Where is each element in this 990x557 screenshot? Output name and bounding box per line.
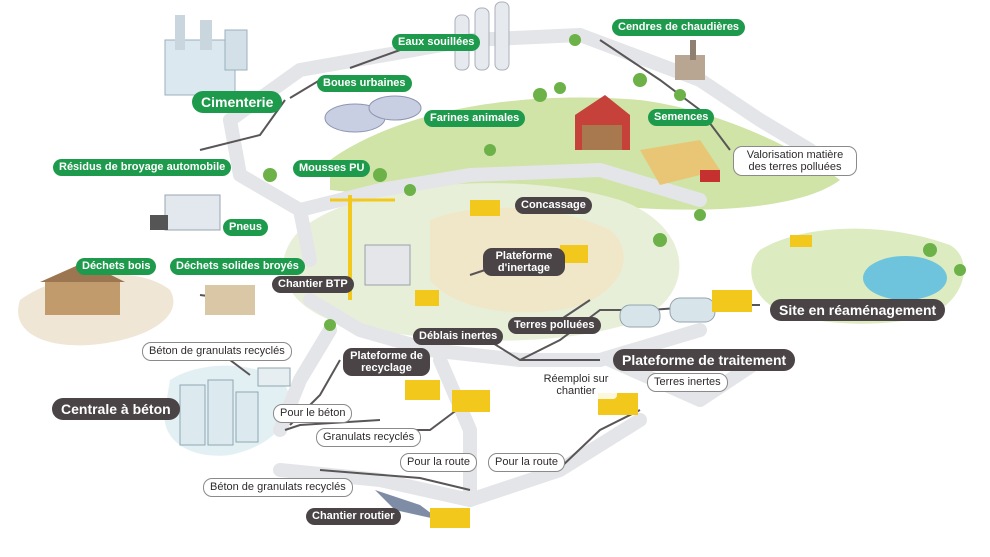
label-deblais-inertes: Déblais inertes [413, 328, 504, 345]
label-terres-inertes: Terres inertes [647, 373, 728, 392]
label-plateforme-inertage: Plateforme d'inertage [483, 248, 565, 276]
crushed-waste-heap [205, 285, 255, 315]
label-cimenterie: Cimenterie [192, 91, 283, 113]
label-pour-le-beton: Pour le béton [273, 404, 353, 423]
trees [263, 34, 966, 331]
label-eaux-souillees: Eaux souillées [392, 34, 481, 51]
label-concassage: Concassage [515, 197, 592, 214]
water-silos [454, 1, 510, 71]
label-reemploi-chantier: Réemploi sur chantier [535, 371, 617, 399]
quarry-machines [415, 200, 588, 306]
recycling-machines [405, 380, 490, 412]
wood-shed [40, 262, 125, 315]
label-valorisation-terres: Valorisation matière des terres polluées [733, 146, 857, 176]
sludge-tanks [324, 95, 422, 133]
label-plateforme-traitement: Plateforme de traitement [613, 349, 796, 371]
label-semences: Semences [648, 109, 715, 126]
dump-truck-east [712, 290, 752, 312]
label-farines-animales: Farines animales [424, 110, 526, 127]
mixer-truck [257, 367, 291, 387]
label-beton-granulats-recycles-bottom: Béton de granulats recyclés [203, 478, 353, 497]
label-chantier-routier: Chantier routier [306, 508, 401, 525]
label-boues-urbaines: Boues urbaines [317, 75, 412, 92]
lake [863, 256, 947, 300]
flow-arrows [199, 39, 760, 491]
label-chantier-btp: Chantier BTP [272, 276, 354, 293]
label-site-reamenagement: Site en réaménagement [770, 299, 946, 321]
tire-workshop [150, 194, 221, 231]
label-plateforme-recyclage: Plateforme de recyclage [343, 348, 430, 376]
label-centrale-beton: Centrale à béton [52, 398, 180, 420]
farm-barn [575, 95, 630, 150]
concrete-plant [179, 379, 259, 446]
label-granulats-recycles: Granulats recyclés [316, 428, 422, 447]
label-pour-la-route-right: Pour la route [488, 453, 565, 472]
label-residus-broyage: Résidus de broyage automobile [53, 159, 232, 176]
label-mousses-pu: Mousses PU [293, 160, 371, 177]
boiler-plant [675, 40, 705, 80]
road-works [375, 490, 470, 528]
label-pneus: Pneus [223, 219, 269, 236]
tractor [700, 170, 720, 182]
label-pour-la-route-left: Pour la route [400, 453, 477, 472]
label-terres-polluees: Terres polluées [508, 317, 601, 334]
reamenagement-digger [790, 235, 812, 247]
label-dechets-solides: Déchets solides broyés [170, 258, 305, 275]
label-dechets-bois: Déchets bois [76, 258, 157, 275]
cimenterie-building [164, 15, 248, 96]
label-beton-granulats-recycles-top: Béton de granulats recyclés [142, 342, 292, 361]
treatment-plant [619, 297, 716, 328]
label-cendres-chaudieres: Cendres de chaudières [612, 19, 746, 36]
